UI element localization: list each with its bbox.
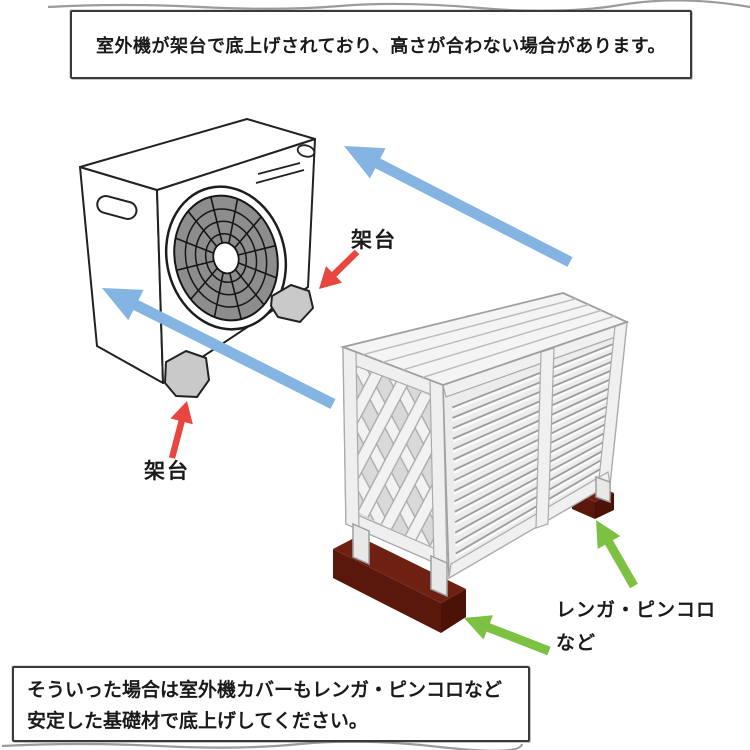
unit-port-oval: [296, 144, 316, 158]
stand-label-1: 架台: [351, 229, 397, 252]
top-note-text: 室外機が架台で底上げされており、高さが合わない場合があります。: [96, 35, 666, 56]
callout-arrows: [102, 146, 638, 656]
unit-stand-foot-right: [270, 284, 314, 323]
unit-vent-line: [257, 162, 301, 175]
unit-fan: [164, 185, 288, 331]
top-plank-seam: [362, 298, 576, 356]
fan-spokes: [175, 196, 277, 320]
unit-vent-line: [255, 169, 305, 184]
bottom-note-line1: そういった場合は室外機カバーもレンガ・ピンコロなど: [27, 680, 503, 701]
base-material-label-line1: レンガ・ピンコロ: [556, 600, 717, 621]
base-material-label-line2: など: [556, 633, 597, 654]
green-arrow-brick-right: [596, 520, 638, 589]
slab-front-face: [333, 549, 441, 633]
unit-top-face: [79, 118, 316, 191]
top-plank-seam: [382, 303, 589, 363]
blue-arrow-upper: [344, 146, 573, 267]
red-arrow-stand-2: [168, 401, 193, 459]
stand-label-2: 架台: [144, 460, 190, 483]
unit-stand-foot-front: [164, 350, 210, 398]
unit-handle: [96, 195, 138, 220]
lattice-frame-left: [342, 346, 360, 531]
top-plank-seam: [402, 309, 602, 371]
ac-cover: [339, 292, 630, 598]
bottom-note-line2: 安定した基礎材で底上げしてください。: [27, 711, 368, 732]
cover-top-panel: [339, 292, 630, 386]
cover-leg-back-left: [352, 522, 370, 566]
sketch-line-bottom: [1, 740, 524, 750]
fan-hub: [212, 241, 240, 275]
louver-slats: [451, 342, 617, 558]
sketch-line-top: [47, 0, 750, 12]
base-material-label: レンガ・ピンコロ など: [556, 594, 716, 660]
red-arrow-stand-1: [319, 249, 360, 289]
slab-end-face: [441, 589, 466, 633]
top-note-box: 室外機が架台で底上げされており、高さが合わない場合があります。: [70, 10, 692, 79]
cover-leg-front-left: [430, 554, 448, 598]
bottom-note-box: そういった場合は室外機カバーもレンガ・ピンコロなど 安定した基礎材で底上げしてく…: [12, 666, 530, 742]
green-arrow-brick-left: [464, 615, 551, 656]
top-plank-seam: [422, 315, 615, 379]
blue-arrow-lower: [102, 288, 336, 409]
cover-leg-front-right: [595, 475, 611, 504]
